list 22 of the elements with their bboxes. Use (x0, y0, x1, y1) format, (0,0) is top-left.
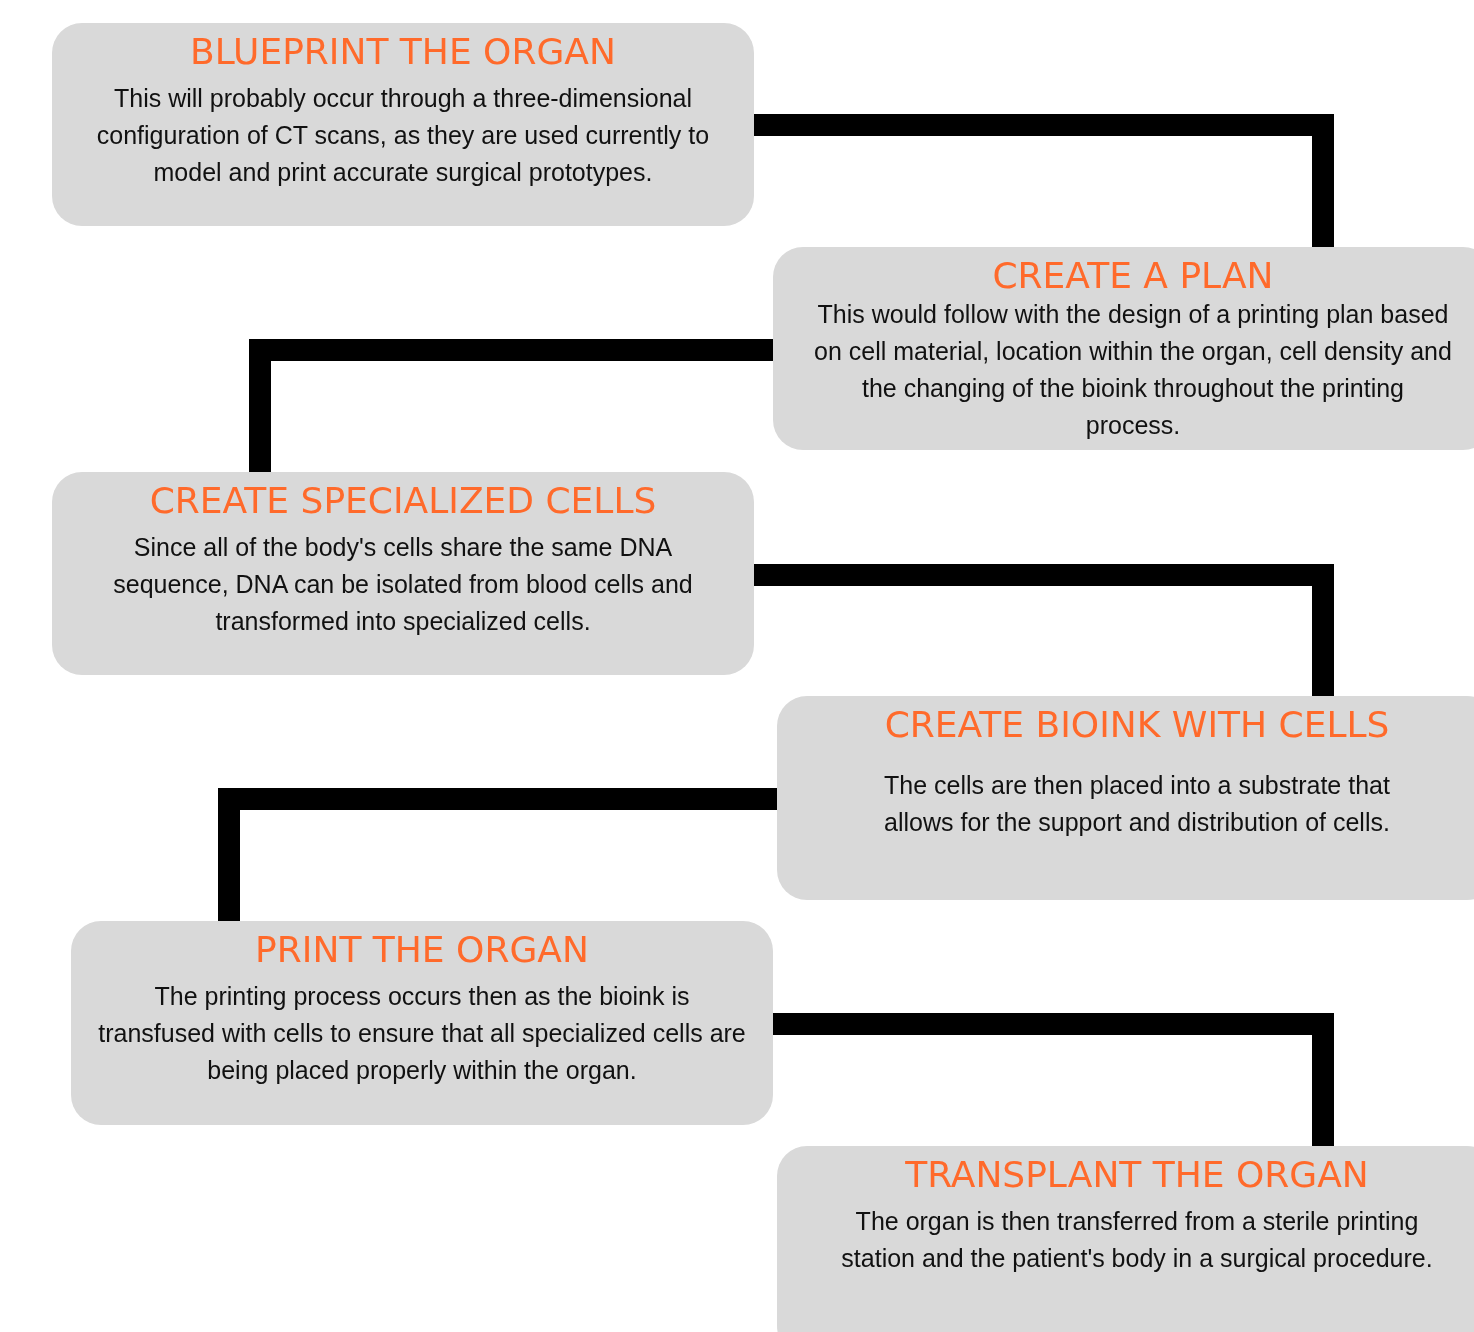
step-title: TRANSPLANT THE ORGAN (905, 1154, 1369, 1196)
step-title: CREATE SPECIALIZED CELLS (149, 480, 657, 522)
step-description: Since all of the body's cells share the same DNA sequence, DNA can be isolated from blood cells and transformed into specialized cells. (112, 532, 694, 638)
step-box (773, 247, 1474, 450)
step-description: The printing process occurs then as the bioink is transfused with cells to ensure that all specialized cells are being placed properly within the organ. (97, 981, 747, 1087)
step-box (777, 696, 1474, 900)
connector-line (754, 564, 1334, 696)
step-title: PRINT THE ORGAN (255, 929, 589, 971)
step-description: The organ is then transferred from a sterile printing station and the patient's body in a surgical procedure. (840, 1206, 1434, 1275)
step-title: CREATE BIOINK WITH CELLS (884, 704, 1390, 746)
connector-line (249, 339, 773, 472)
step-description: This would follow with the design of a printing plan based on cell material, location within the organ, cell density and the changing of the bioink throughout the printing process. (813, 299, 1453, 442)
step-box (777, 1146, 1474, 1332)
step-title: BLUEPRINT THE ORGAN (190, 31, 616, 73)
connector-line (754, 114, 1334, 247)
step-description: The cells are then placed into a substrate that allows for the support and distribution of cells. (883, 770, 1391, 839)
step-title: CREATE A PLAN (992, 255, 1274, 297)
step-box (71, 921, 773, 1125)
step-box (52, 472, 754, 675)
connector-line (218, 788, 777, 921)
step-box (52, 23, 754, 226)
step-description: This will probably occur through a three-dimensional configuration of CT scans, as they are used currently to model and print accurate surgical prototypes. (95, 83, 711, 189)
